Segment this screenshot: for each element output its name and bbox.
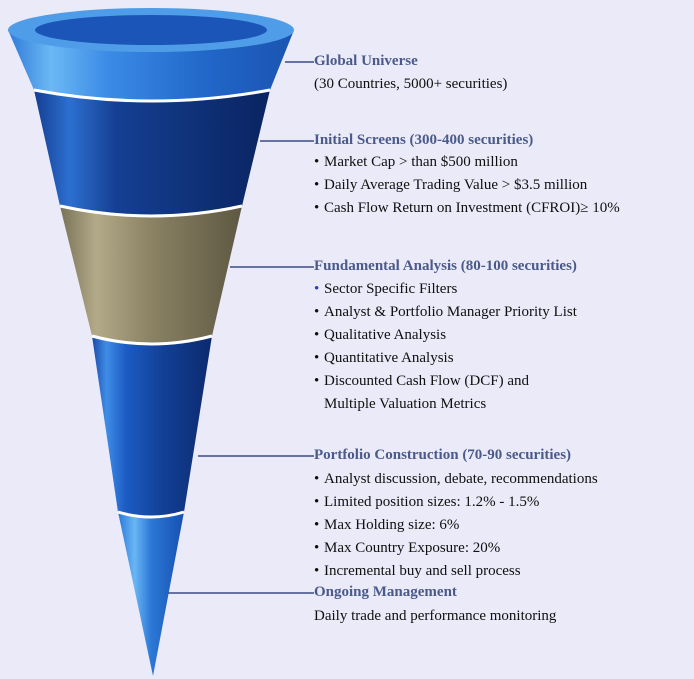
funnel-segment-fundamental	[60, 206, 242, 344]
funnel-segment-initial	[34, 90, 270, 216]
bullet: •	[314, 177, 320, 193]
stage-line-text: Analyst & Portfolio Manager Priority Lis…	[324, 304, 577, 320]
funnel-opening	[35, 15, 267, 45]
stage-title: Fundamental Analysis (80-100 securities)	[314, 258, 577, 274]
bullet: •	[314, 540, 320, 556]
stage-line: Multiple Valuation Metrics	[314, 396, 486, 413]
stage-line-text: Sector Specific Filters	[324, 281, 458, 297]
stage-title: Global Universe	[314, 53, 418, 69]
stage-line: •Discounted Cash Flow (DCF) and	[314, 373, 529, 390]
stage-title: Initial Screens (300-400 securities)	[314, 132, 534, 148]
stage-line-text: Qualitative Analysis	[324, 327, 447, 343]
funnel-segment-ongoing	[118, 512, 184, 676]
stage-line: •Analyst & Portfolio Manager Priority Li…	[314, 304, 577, 321]
stage-line-text: Max Country Exposure: 20%	[324, 540, 501, 556]
stage-line: •Analyst discussion, debate, recommendat…	[314, 471, 598, 488]
stage-line-text: Market Cap > than $500 million	[324, 154, 518, 170]
stage-title: Ongoing Management	[314, 584, 457, 600]
stage-line-text: Analyst discussion, debate, recommendati…	[324, 471, 598, 487]
stage-line-text: Quantitative Analysis	[324, 350, 454, 366]
stage-line: •Qualitative Analysis	[314, 327, 446, 344]
bullet: •	[314, 373, 320, 389]
bullet: •	[314, 350, 320, 366]
stage-line: Daily trade and performance monitoring	[314, 608, 556, 625]
stage-line-text: Daily Average Trading Value > $3.5 milli…	[324, 177, 588, 193]
stage-line: •Cash Flow Return on Investment (CFROI)≥…	[314, 200, 620, 217]
bullet: •	[314, 304, 320, 320]
stage-line-text: Incremental buy and sell process	[324, 563, 521, 579]
stage-line: •Quantitative Analysis	[314, 350, 454, 367]
bullet: •	[314, 494, 320, 510]
stage-line: •Incremental buy and sell process	[314, 563, 521, 580]
bullet: •	[314, 563, 320, 579]
stage-line: •Limited position sizes: 1.2% - 1.5%	[314, 494, 539, 511]
stage-line-text: Discounted Cash Flow (DCF) and	[324, 373, 529, 389]
stage-line-text: Daily trade and performance monitoring	[314, 608, 557, 624]
funnel-band-1	[33, 88, 271, 103]
bullet: •	[314, 154, 320, 170]
bullet: •	[314, 517, 320, 533]
stage-line: (30 Countries, 5000+ securities)	[314, 76, 507, 93]
bullet: •	[314, 471, 320, 487]
bullet: •	[314, 327, 320, 343]
stage-line: •Max Country Exposure: 20%	[314, 540, 500, 557]
stage-line-text: Cash Flow Return on Investment (CFROI)≥ …	[324, 200, 620, 216]
stage-line: •Max Holding size: 6%	[314, 517, 459, 534]
funnel-band-3	[91, 334, 213, 346]
stage-line-text: Max Holding size: 6%	[324, 517, 460, 533]
funnel-band-2	[59, 204, 243, 218]
stage-title: Portfolio Construction (70-90 securities…	[314, 447, 572, 463]
bullet: •	[314, 281, 320, 297]
stage-line-text: (30 Countries, 5000+ securities)	[314, 76, 508, 92]
stage-line-text: Limited position sizes: 1.2% - 1.5%	[324, 494, 540, 510]
stage-line: •Market Cap > than $500 million	[314, 154, 518, 171]
funnel-segment-portfolio	[92, 336, 212, 517]
stage-line: •Daily Average Trading Value > $3.5 mill…	[314, 177, 587, 194]
stage-line-text: Multiple Valuation Metrics	[324, 396, 487, 412]
stage-line: •Sector Specific Filters	[314, 281, 457, 298]
funnel-band-4	[117, 510, 185, 519]
bullet: •	[314, 200, 320, 216]
